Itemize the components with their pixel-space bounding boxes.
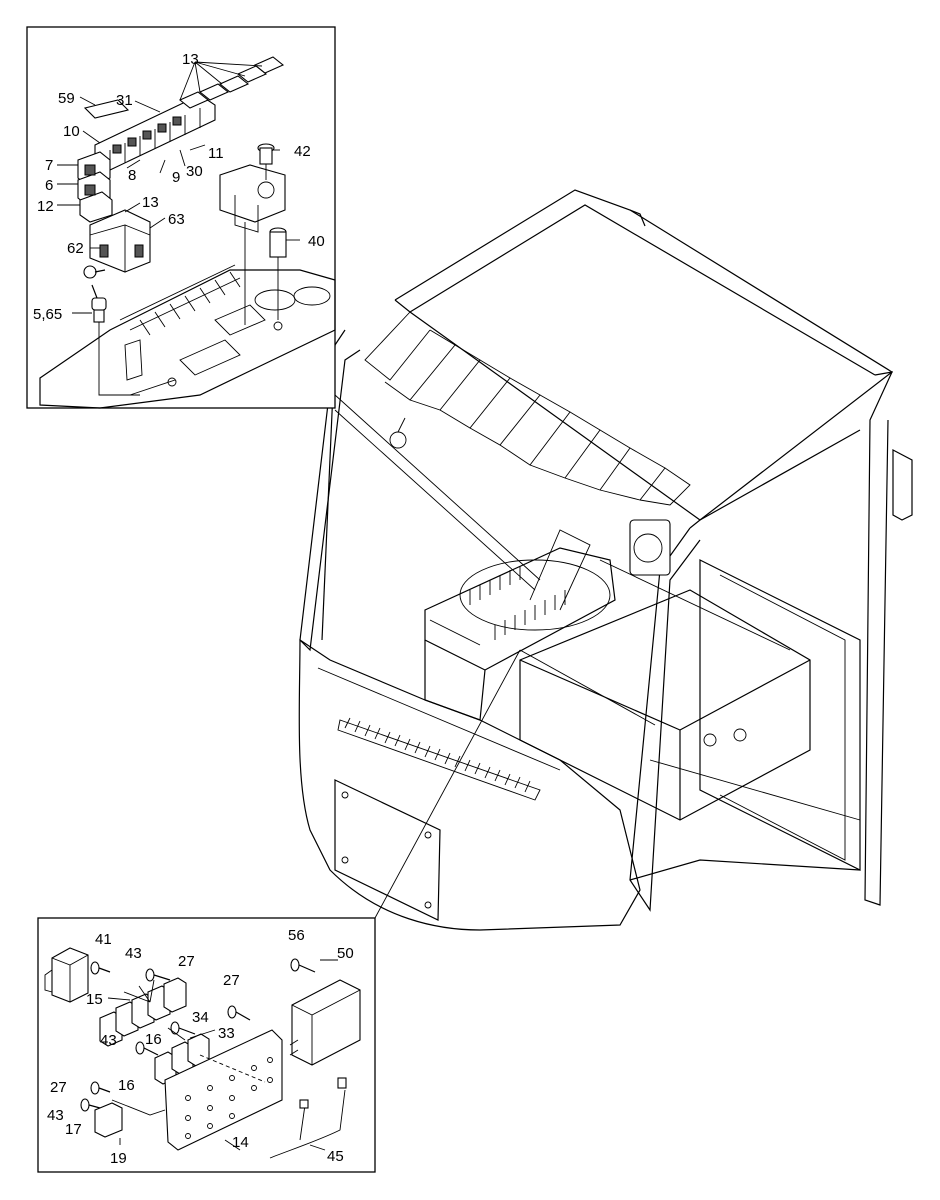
ignition-key [83, 265, 106, 299]
callout-19: 19 [110, 1150, 127, 1167]
callout-30: 30 [186, 163, 203, 180]
leader-lines [334, 394, 791, 919]
callout-9: 9 [172, 169, 180, 186]
callout-50: 50 [337, 945, 354, 962]
callout-41: 41 [95, 931, 112, 948]
cable-45 [269, 1077, 347, 1159]
cab-overhead-guard [299, 189, 913, 912]
callout-43-b: 43 [100, 1032, 117, 1049]
callout-16-a: 16 [145, 1031, 162, 1048]
callout-27-c: 27 [50, 1079, 67, 1096]
switch-covers [178, 56, 285, 109]
key-switch [91, 297, 140, 396]
callout-11: 11 [208, 145, 224, 162]
screw-27a [145, 968, 171, 982]
inset-switch-panel [26, 26, 336, 409]
callout-27-b: 27 [223, 972, 240, 989]
callout-45: 45 [327, 1148, 344, 1165]
inset-relay-board [37, 917, 376, 1173]
callout-10: 10 [63, 123, 80, 140]
screw-27b [227, 1005, 251, 1021]
switch-pair [89, 209, 151, 273]
screw-43a [90, 961, 111, 975]
switch-column-left [77, 151, 113, 223]
callout-labels: 13 59 31 10 11 42 7 6 8 9 30 12 13 63 40… [33, 51, 354, 1167]
callout-7: 7 [45, 157, 53, 174]
callout-5-65: 5,65 [33, 306, 62, 323]
callout-16-b: 16 [118, 1077, 135, 1094]
module-41 [44, 947, 89, 1003]
cup-holder [219, 164, 286, 325]
screw-43c [80, 1098, 101, 1112]
callout-14: 14 [232, 1134, 249, 1151]
callout-40: 40 [308, 233, 325, 250]
callout-33: 33 [218, 1025, 235, 1042]
callout-56: 56 [288, 927, 305, 944]
relays-15 [99, 977, 187, 1047]
callout-59: 59 [58, 90, 75, 107]
callout-8: 8 [128, 167, 136, 184]
callout-42: 42 [294, 143, 311, 160]
screw-43b [135, 1041, 159, 1056]
module-50 [289, 979, 361, 1066]
screw-27c [90, 1081, 111, 1095]
callout-17: 17 [65, 1121, 82, 1138]
callout-31: 31 [116, 92, 133, 109]
callout-62: 62 [67, 240, 84, 257]
label-plate-59 [83, 99, 130, 119]
connector-42 [257, 143, 275, 180]
callout-13-mid: 13 [142, 194, 159, 211]
relay-17 [94, 1099, 166, 1138]
screw-56 [290, 958, 316, 973]
callout-43-c: 43 [47, 1107, 64, 1124]
callout-12: 12 [37, 198, 54, 215]
callout-6: 6 [45, 177, 53, 194]
board-14 [164, 1029, 283, 1151]
callout-27-a: 27 [178, 953, 195, 970]
callout-34: 34 [192, 1009, 209, 1026]
truck-body [298, 529, 861, 931]
socket-40 [269, 227, 287, 320]
callout-13-top: 13 [182, 51, 199, 68]
callout-15: 15 [86, 991, 103, 1008]
callout-43-a: 43 [125, 945, 142, 962]
callout-63: 63 [168, 211, 185, 228]
